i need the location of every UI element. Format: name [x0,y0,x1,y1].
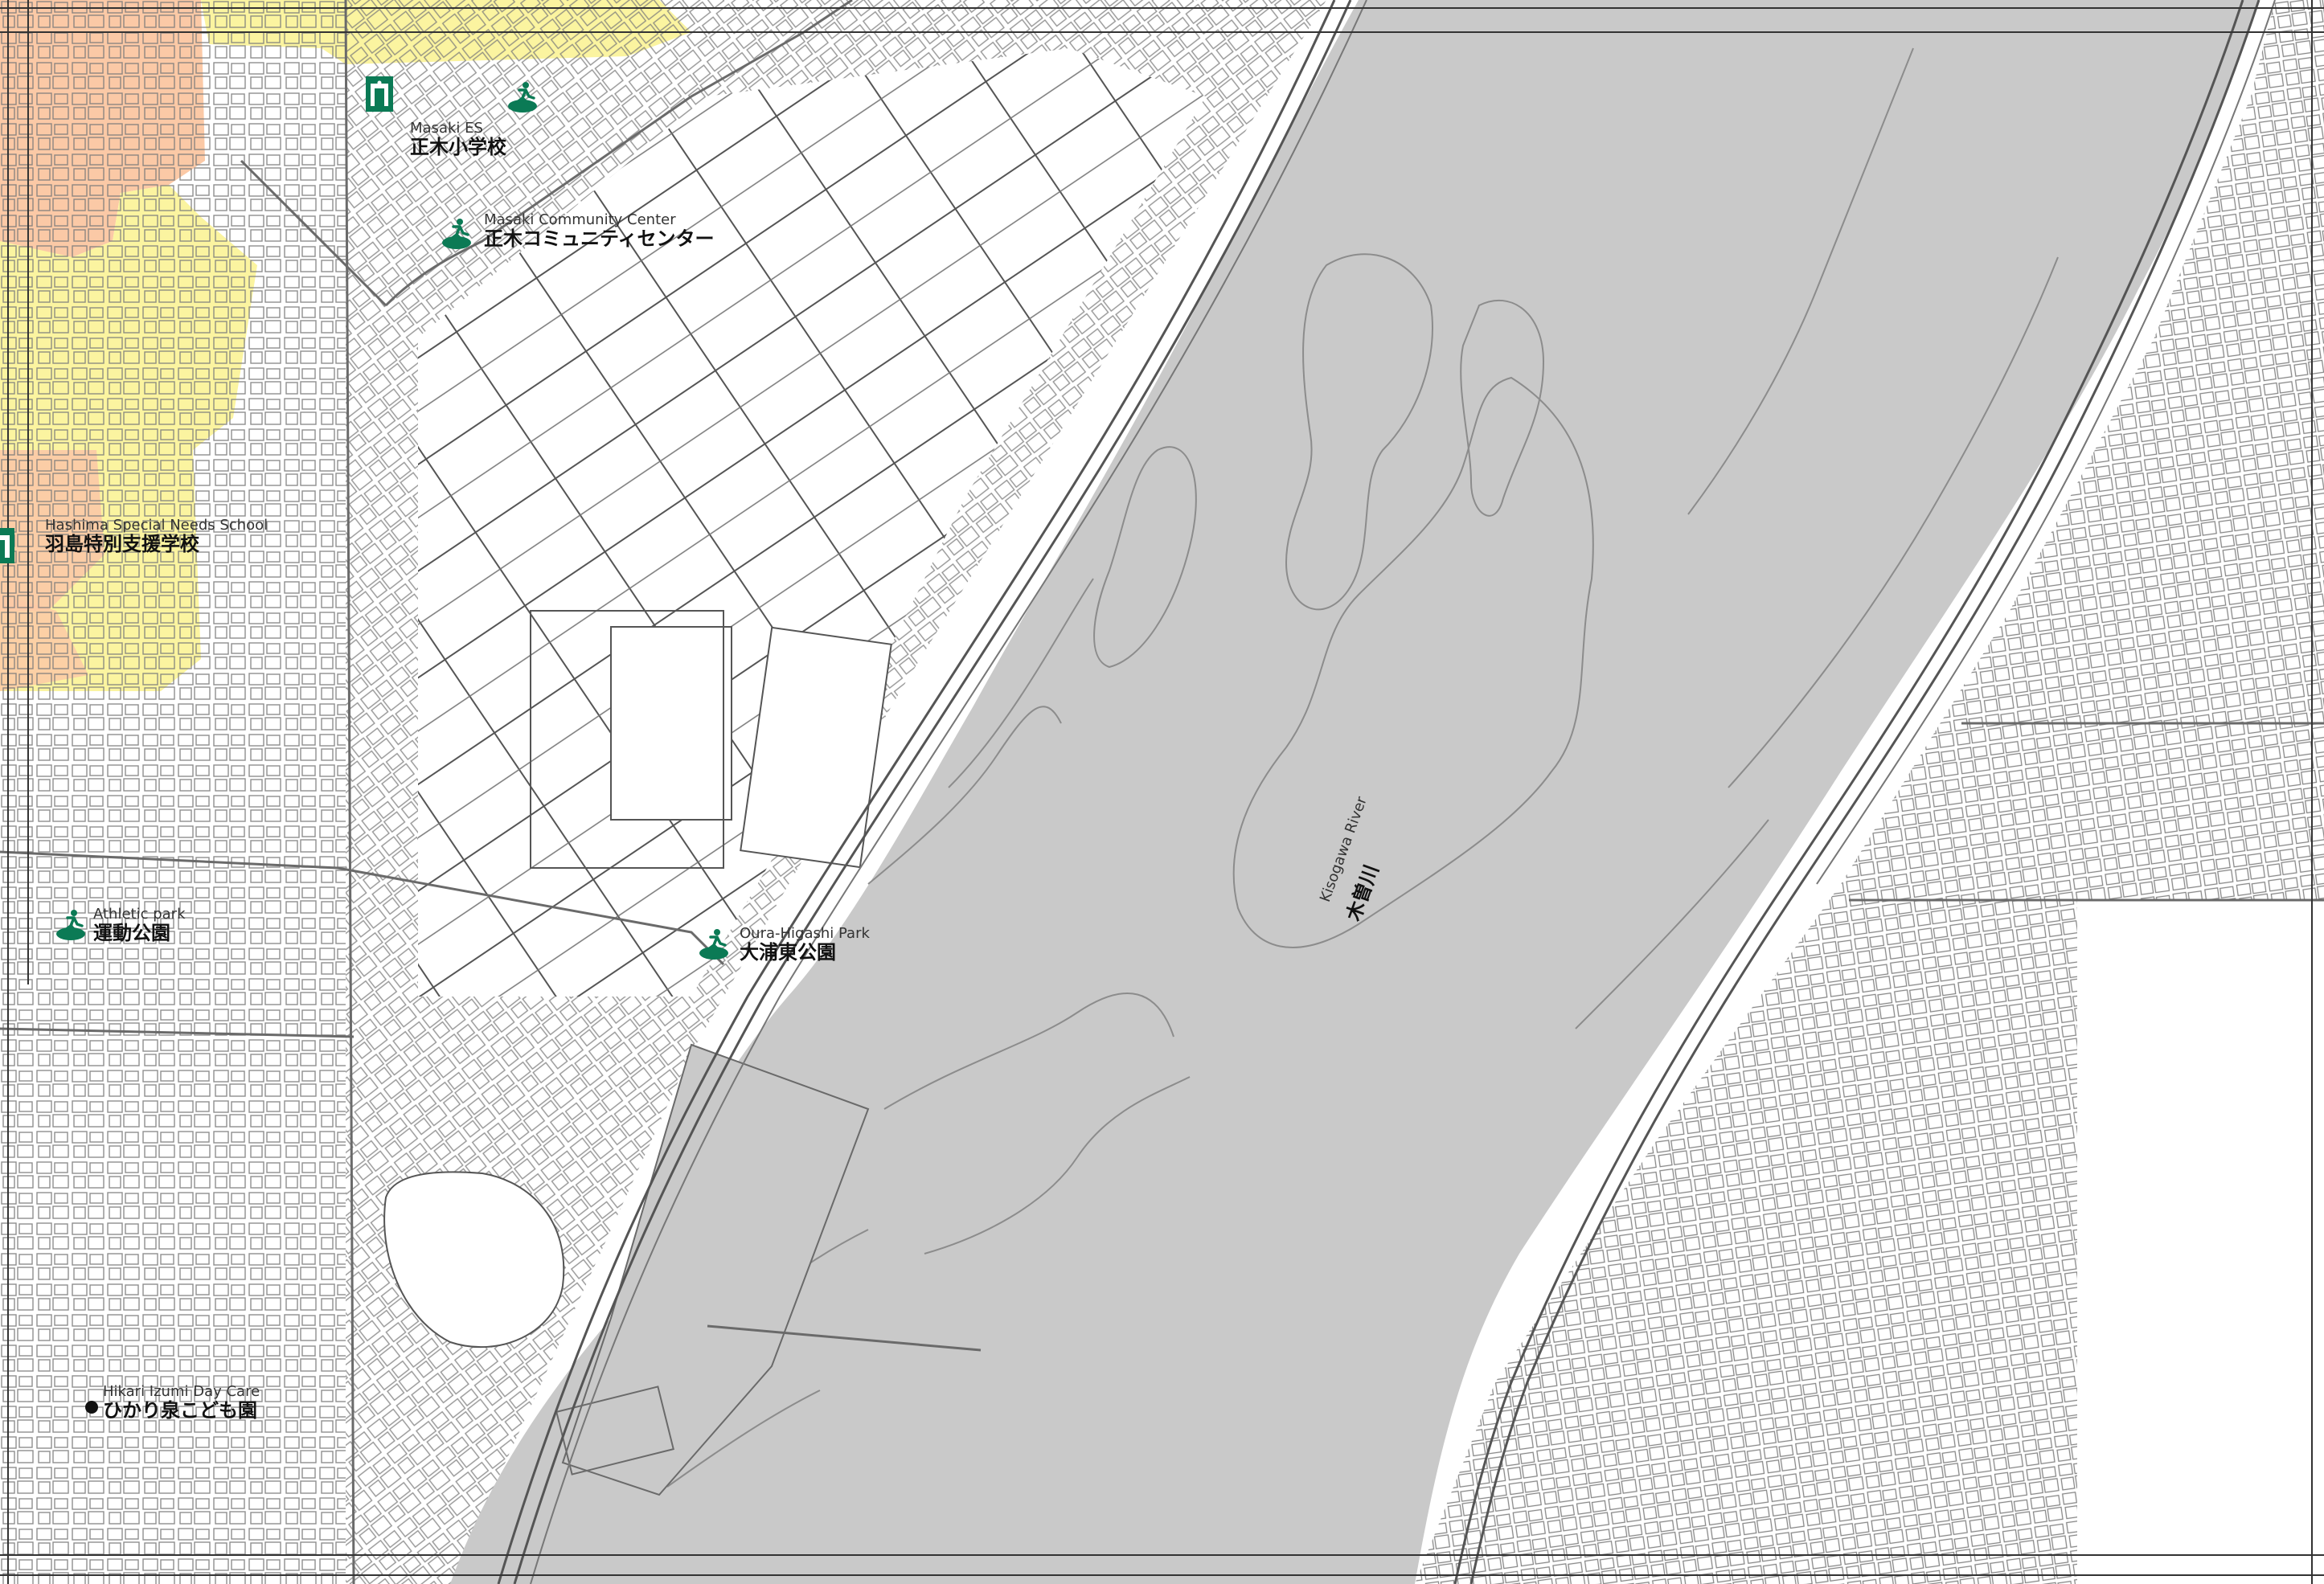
label-athletic-park[interactable]: Athletic park 運動公園 [93,907,186,943]
label-masaki-community-center[interactable]: Masaki Community Center 正木コミュニティセンター [484,212,715,249]
label-en: Hikari Izumi Day Care [103,1383,260,1400]
label-ja: 正木小学校 [410,135,506,158]
label-ja: 羽島特別支援学校 [45,532,199,555]
school-building-icon[interactable] [365,76,394,113]
label-ja: 運動公園 [93,921,170,944]
school-building-icon[interactable] [0,527,14,564]
label-oura-higashi-park[interactable]: Oura-Higashi Park 大浦東公園 [740,926,870,963]
park-runner-icon-glyph [56,910,85,940]
school-building-icon-glyph [366,76,393,112]
east-town-blocks [1415,0,2324,1584]
label-masaki-es[interactable]: Masaki ES 正木小学校 [410,121,506,158]
label-en: Hashima Special Needs School [45,517,268,534]
school-building-icon-glyph [0,528,14,563]
label-ja: ひかり泉こども園 [103,1398,257,1422]
kisogawa-river [450,0,2259,1584]
park-runner-icon[interactable] [439,215,474,251]
label-en: Athletic park [93,906,186,923]
field-grid [383,48,1206,1349]
label-hashima-special-needs-school[interactable]: Hashima Special Needs School 羽島特別支援学校 [45,518,268,555]
park-runner-icon[interactable] [53,907,88,942]
label-ja: 大浦東公園 [740,940,836,964]
rail-lines [497,0,2276,1584]
label-en: Masaki ES [410,120,483,137]
park-runner-icon[interactable] [696,926,732,961]
label-en: Masaki Community Center [484,211,676,228]
park-runner-icon-glyph [442,219,471,249]
daycare-dot-icon[interactable] [85,1401,98,1414]
label-ja: 正木コミュニティセンター [484,227,715,250]
park-runner-icon-glyph [508,82,537,113]
label-hikari-izumi-day-care[interactable]: Hikari Izumi Day Care ひかり泉こども園 [103,1384,260,1421]
label-en: Oura-Higashi Park [740,925,870,942]
park-runner-icon[interactable] [505,79,540,114]
park-runner-icon-glyph [699,929,728,960]
